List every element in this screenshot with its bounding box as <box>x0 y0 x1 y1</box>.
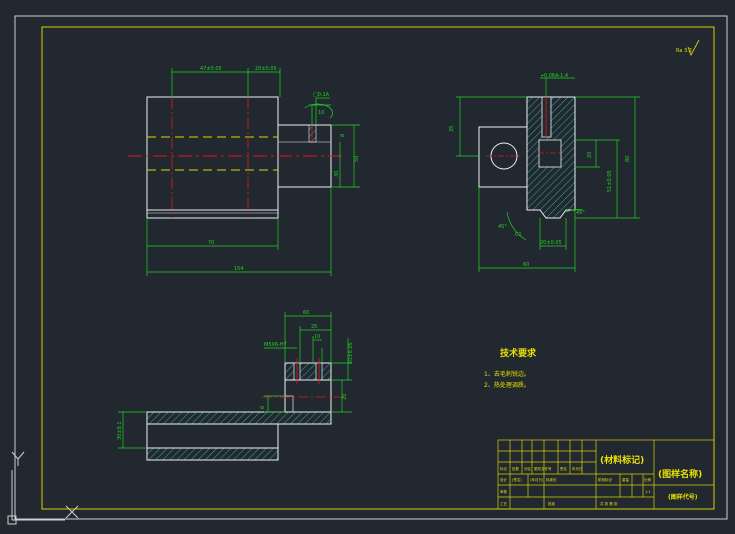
side-dim-bot-total: 60 <box>523 262 529 268</box>
side-inner-pocket[interactable] <box>538 139 562 168</box>
side-dim-tol-top: ⌖0.06A-1.4 <box>541 73 568 79</box>
front-dim-right-h2: 30 <box>334 171 340 177</box>
top-boss-hatched[interactable] <box>284 362 332 381</box>
technical-notes[interactable]: 技术要求 1、去毛刺锐边。 2、热处理调质。 <box>484 347 537 389</box>
title-drawing-name[interactable]: (图样名称) <box>658 468 702 480</box>
side-dim-chamfer: C1 <box>515 232 522 238</box>
tb-scale: 1:1 <box>645 490 651 494</box>
tb-row2-label-2: (年月日) <box>530 477 544 482</box>
top-dim-w-top: 60 <box>303 310 309 316</box>
tb-row-label-4: 签名 <box>560 466 567 471</box>
side-dim-right-inner: 51±0.05 <box>607 170 613 192</box>
top-boss-step[interactable] <box>284 395 294 413</box>
tb-row-label-5: 年月日 <box>572 466 583 471</box>
side-dim-angle-right: 45° <box>576 210 585 216</box>
tb-row-label-3: 更改文件号 <box>534 466 552 471</box>
roughness-check-icon <box>687 39 700 56</box>
top-dim-left-h: 30±0.1 <box>117 421 123 440</box>
roughness-symbol: Ra 3.2 <box>676 39 700 56</box>
top-dim-h-mid: 20 <box>342 394 348 400</box>
top-base-hatched[interactable] <box>146 411 332 425</box>
side-dim-left-h: 35 <box>449 126 455 132</box>
tb-row-label-0: 标记 <box>500 466 508 471</box>
tb-stage-header-1: 重量 <box>622 477 630 482</box>
front-dim-slot-depth: 8 <box>340 134 346 137</box>
ucs-y-label: Y <box>8 443 9 445</box>
drawing-frames <box>14 15 728 520</box>
tb-row2-label-1: (签名) <box>512 477 522 482</box>
front-dim-slot-label: □0.1A <box>313 92 330 98</box>
top-dim-thread: M5X6-H7 <box>264 342 287 348</box>
roughness-label: Ra 3.2 <box>676 48 692 54</box>
top-dim-w-mid: 25 <box>311 324 317 330</box>
tb-row4-label-0: 工艺 <box>500 501 508 506</box>
front-view[interactable]: 47±0.05 20±0.05 10 □0.1A 8 50 30 70 154 <box>128 66 360 276</box>
front-dim-slot-w: 10 <box>318 110 324 116</box>
ucs-x-label: X <box>80 529 81 531</box>
side-dim-mid-h: 20 <box>587 152 593 158</box>
notes-title: 技术要求 <box>500 347 537 359</box>
top-dimensions <box>118 312 352 449</box>
side-dim-angle-left: 45° <box>498 224 507 230</box>
front-dim-total-len: 154 <box>234 266 244 272</box>
outer-sheet-border <box>14 15 728 520</box>
notes-item-2: 2、热处理调质。 <box>484 381 530 389</box>
tb-row2-label-3: 标准化 <box>546 477 557 482</box>
top-dim-h-right: 10±0.05 <box>348 342 354 364</box>
front-dim-right-h: 50 <box>354 156 360 162</box>
front-dim-top-a: 47±0.05 <box>200 66 222 72</box>
side-top-slot[interactable] <box>541 96 552 138</box>
side-dim-right-h: 80 <box>625 156 631 162</box>
ucs-icon <box>7 451 79 525</box>
tb-row4-label-1: 批准 <box>548 501 556 506</box>
front-dim-inner-len: 70 <box>208 240 214 246</box>
tb-row-label-1: 处数 <box>512 466 520 471</box>
top-lower-hatched[interactable] <box>146 447 279 461</box>
title-block-text: (材料标记) (图样名称) (图样代号) 标记 处数 分区 更改文件号 签名 年… <box>500 454 702 506</box>
tb-row2-label-0: 设计 <box>500 477 508 482</box>
inner-title-frame <box>41 26 715 510</box>
front-dim-top-b: 20±0.05 <box>255 66 277 72</box>
notes-item-1: 1、去毛刺锐边。 <box>484 370 530 378</box>
side-dimensions <box>456 77 640 272</box>
tb-stage-header-0: 阶段标记 <box>598 477 612 482</box>
front-slot-section[interactable] <box>308 124 317 143</box>
top-dim-h-tiny: 6 <box>260 406 266 409</box>
front-dimensions <box>146 68 360 276</box>
tb-stage-header-2: 比例 <box>644 477 652 482</box>
tb-row3-label-0: 审核 <box>500 489 508 494</box>
title-drawing-code[interactable]: (图样代号) <box>668 493 698 501</box>
side-view[interactable]: ⌖0.06A-1.4 35 80 51±0.05 20 45° 45° 20±0… <box>449 73 640 272</box>
title-material-label[interactable]: (材料标记) <box>600 454 644 466</box>
top-dim-w-small: 10 <box>314 334 320 340</box>
title-block[interactable] <box>497 439 715 510</box>
tb-row-label-2: 分区 <box>524 466 532 471</box>
top-view[interactable]: 60 25 10 M5X6-H7 10±0.05 20 30±0.1 6 <box>117 310 354 461</box>
tb-sheet: 共 张 第 张 <box>600 501 618 506</box>
side-dim-bot-inner: 20±0.05 <box>540 240 562 246</box>
